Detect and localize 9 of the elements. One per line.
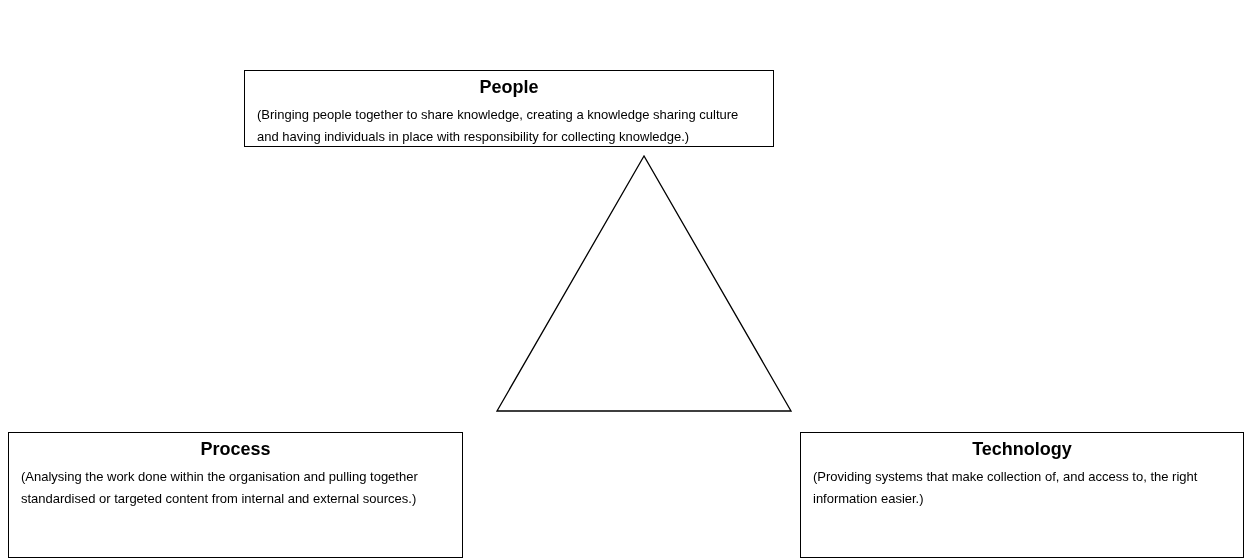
box-description: (Providing systems that make collection of, and access to, the right information easier.) bbox=[813, 468, 1199, 508]
text-box bbox=[8, 432, 463, 558]
box-description: (Bringing people together to share knowledge, creating a knowledge sharing culture and having individuals in place with responsibility for collecting knowledge.) bbox=[257, 106, 740, 146]
box-heading: Process bbox=[199, 439, 272, 460]
text-box bbox=[244, 70, 774, 147]
text-box bbox=[800, 432, 1244, 558]
box-description: (Analysing the work done within the organisation and pulling together standardised or targeted content from internal and external sources.) bbox=[21, 468, 419, 508]
box-heading: Technology bbox=[971, 439, 1073, 460]
box-heading: People bbox=[478, 77, 540, 98]
